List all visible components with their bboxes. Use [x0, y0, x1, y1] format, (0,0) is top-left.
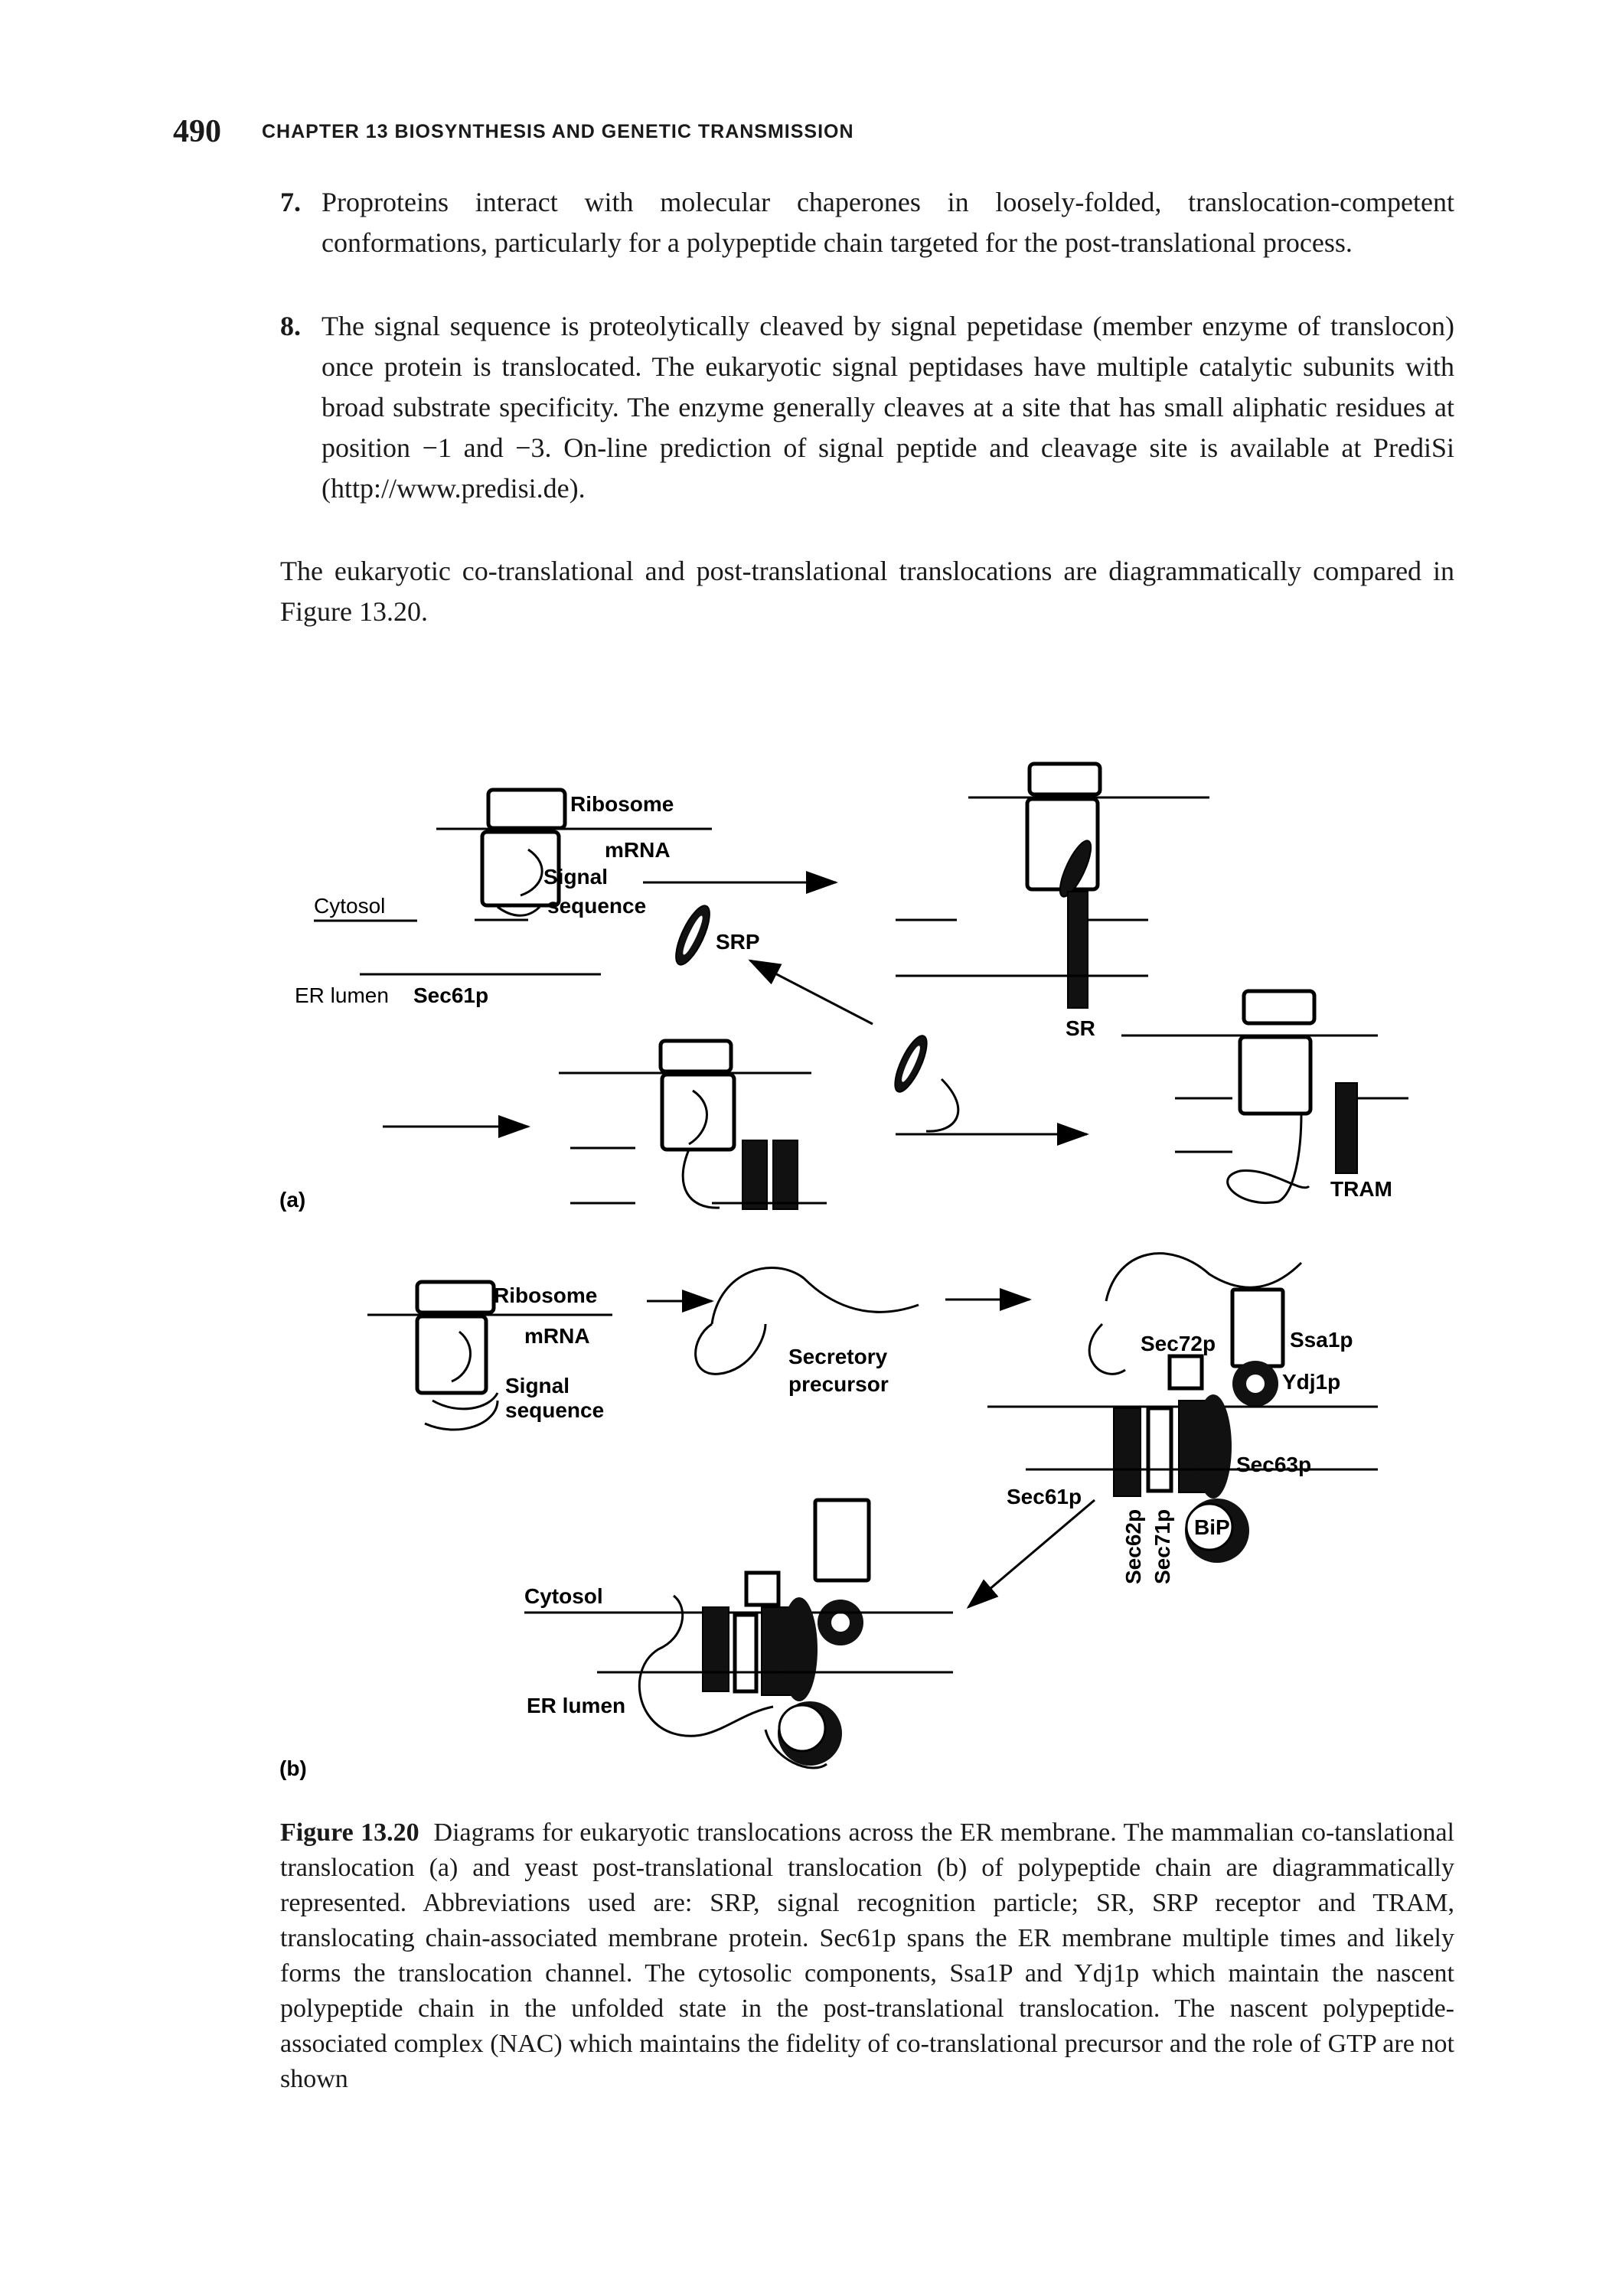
translocon-complex-b: [987, 1252, 1378, 1563]
label-mrna-b: mRNA: [524, 1324, 590, 1348]
label-cytosol: Cytosol: [314, 894, 385, 918]
label-tram: TRAM: [1330, 1177, 1392, 1201]
list-item-text: The signal sequence is proteolytically c…: [321, 311, 1454, 504]
caption-text: Diagrams for eukaryotic translocations a…: [280, 1818, 1454, 2093]
chapter-heading: CHAPTER 13 BIOSYNTHESIS AND GENETIC TRAN…: [262, 121, 854, 142]
label-ssa1p: Ssa1p: [1290, 1328, 1353, 1352]
label-cytosol-b: Cytosol: [524, 1584, 603, 1608]
ribosome-a3: [559, 1039, 827, 1210]
label-er-lumen-b: ER lumen: [527, 1694, 625, 1717]
label-sec61p: Sec61p: [413, 983, 488, 1007]
label-ydj1p: Ydj1p: [1282, 1370, 1340, 1394]
ribosome-a2: [896, 762, 1209, 1009]
label-signal-b: Signal: [505, 1374, 570, 1397]
label-secretory: Secretory: [788, 1345, 888, 1368]
caption-label: Figure 13.20: [280, 1818, 419, 1847]
list-item: 7. Proproteins interact with molecular c…: [280, 182, 1454, 263]
panel-a: Ribosome mRNA Signal sequence Cytosol ER…: [279, 762, 1408, 1212]
figure-caption: Figure 13.20 Diagrams for eukaryotic tra…: [280, 1815, 1454, 2097]
label-sec61p-b: Sec61p: [1007, 1485, 1082, 1508]
list-item-number: 7.: [280, 187, 301, 217]
label-sec71p: Sec71p: [1150, 1509, 1174, 1584]
label-sec72p: Sec72p: [1141, 1332, 1216, 1355]
label-precursor: precursor: [788, 1372, 889, 1396]
list-item-number: 8.: [280, 311, 301, 341]
page-number: 490: [173, 114, 221, 149]
secretory-precursor-chain: [710, 1267, 919, 1325]
panel-label-a: (a): [279, 1188, 305, 1212]
body-paragraph: The eukaryotic co-translational and post…: [280, 556, 1454, 627]
label-sequence-b: sequence: [505, 1398, 604, 1422]
ribosome-a4: [1121, 989, 1408, 1204]
label-sec63p: Sec63p: [1236, 1453, 1311, 1476]
label-mrna: mRNA: [605, 838, 671, 862]
label-sr: SR: [1066, 1016, 1095, 1040]
list-item-text: Proproteins interact with molecular chap…: [321, 187, 1454, 258]
translocon-final-b: [524, 1498, 953, 1769]
label-sequence: sequence: [547, 894, 646, 918]
translocation-diagram: Ribosome mRNA Signal sequence Cytosol ER…: [279, 762, 1408, 1780]
figure-13-20: Ribosome mRNA Signal sequence Cytosol ER…: [0, 735, 1609, 1806]
label-bip: BiP: [1194, 1515, 1230, 1539]
panel-b: Ribosome mRNA Signal sequence Secretory …: [279, 1252, 1378, 1780]
label-srp: SRP: [716, 930, 760, 954]
label-ribosome: Ribosome: [570, 792, 674, 816]
label-sec62p: Sec62p: [1121, 1509, 1145, 1584]
label-ribosome-b: Ribosome: [494, 1283, 597, 1307]
label-er-lumen: ER lumen: [295, 983, 389, 1007]
list-item: 8. The signal sequence is proteolyticall…: [280, 306, 1454, 509]
running-head: 490 CHAPTER 13 BIOSYNTHESIS AND GENETIC …: [173, 113, 1474, 152]
ribosome-b1: [367, 1280, 612, 1431]
label-signal: Signal: [543, 865, 608, 889]
panel-label-b: (b): [279, 1756, 307, 1780]
ribosome-a1: [436, 788, 712, 917]
